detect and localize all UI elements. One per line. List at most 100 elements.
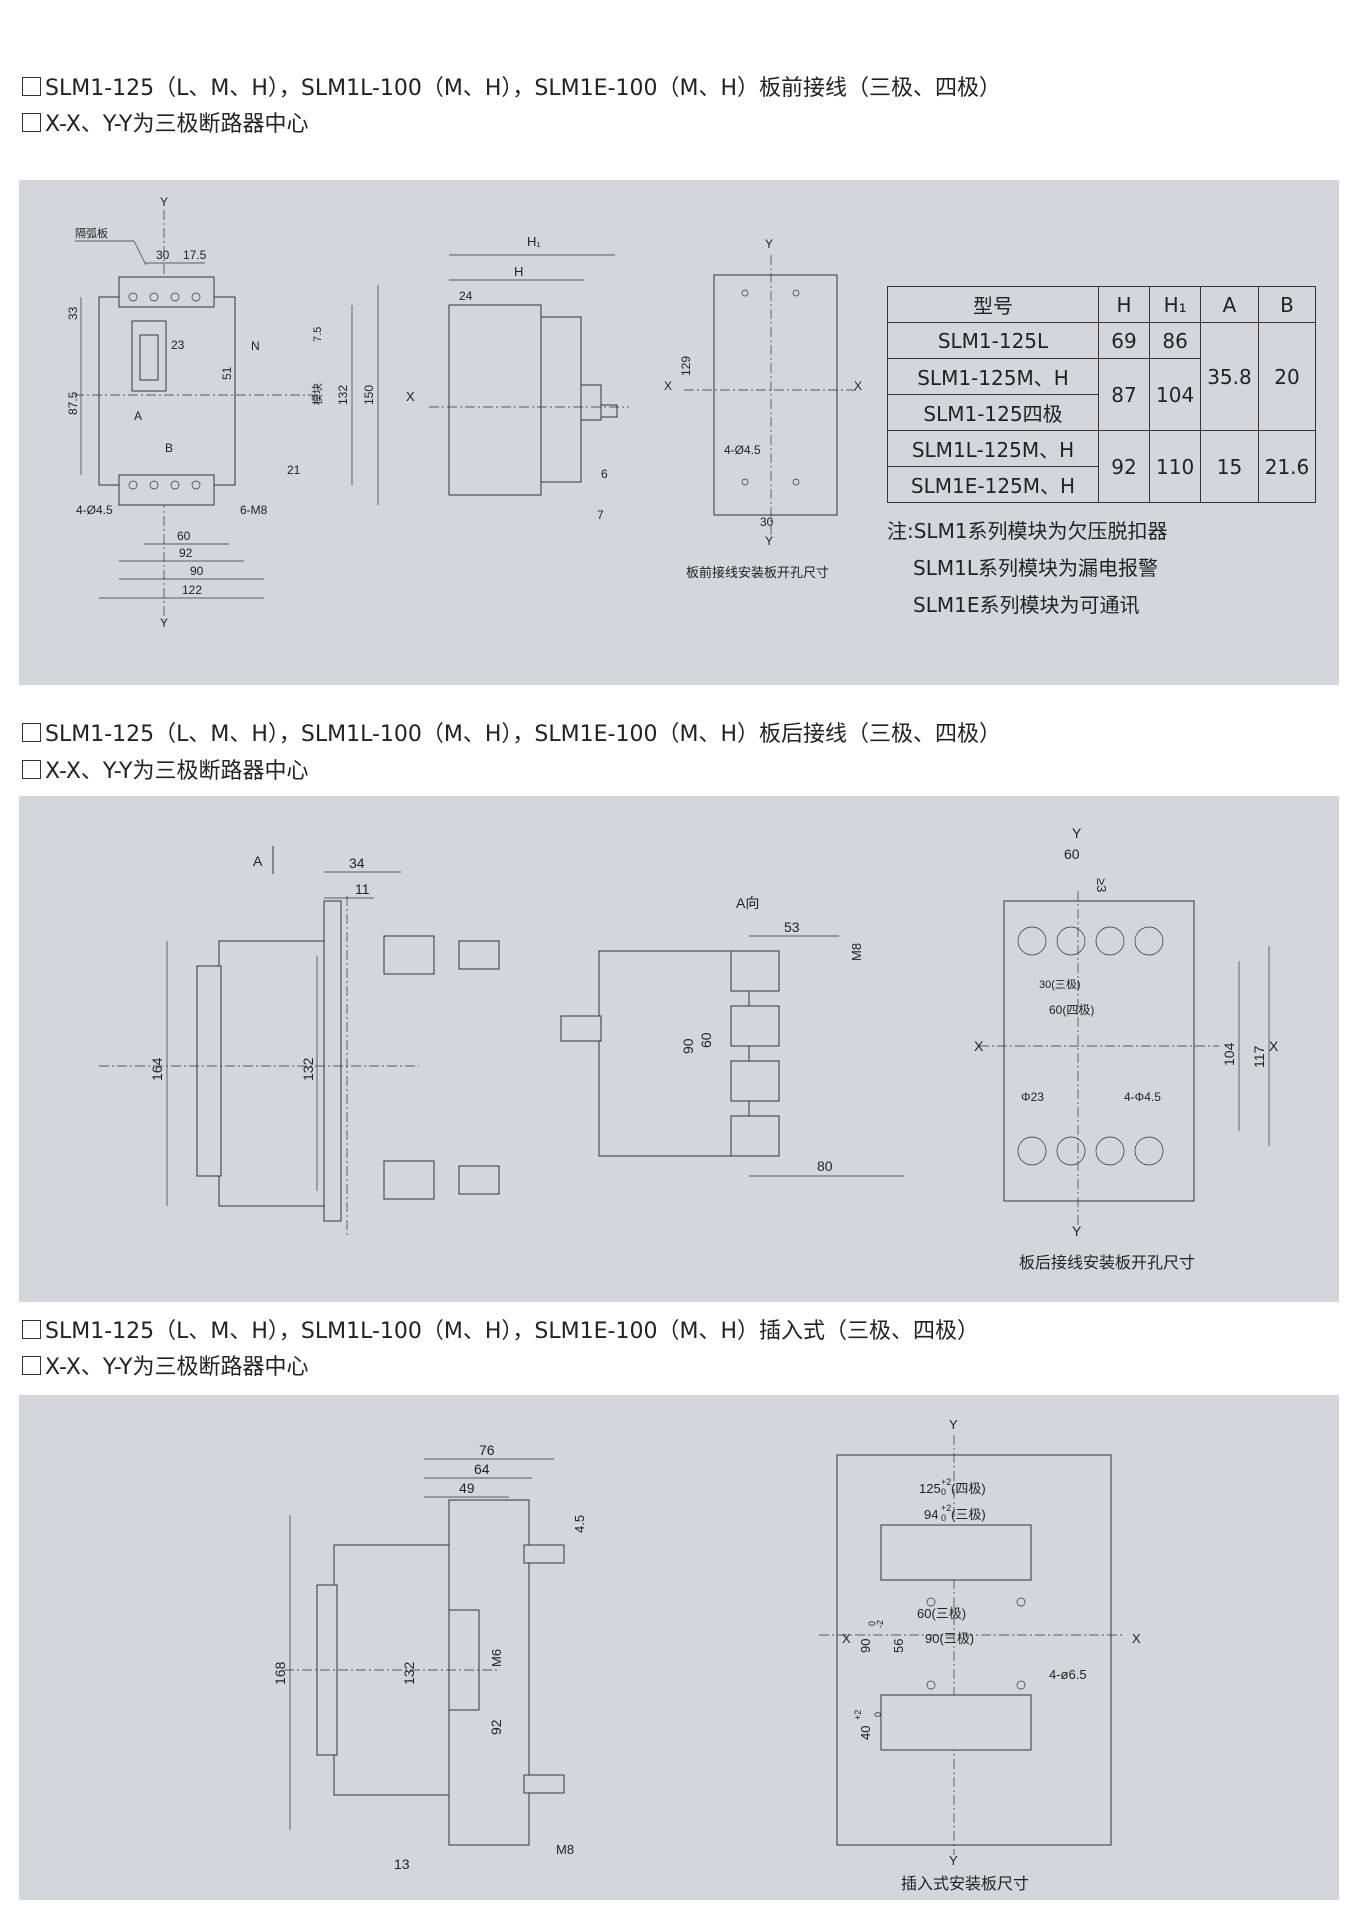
- mounting-plate: [323, 900, 342, 1222]
- plugin-terminal-top: [523, 1544, 565, 1564]
- dim-90-three-pole: 90(三极): [925, 1631, 974, 1646]
- label-y-top: Y: [949, 1417, 958, 1432]
- table-cell: SLM1-125M、H: [887, 358, 1099, 395]
- dim-6: 6: [601, 467, 608, 481]
- caption-rear-hole: 板后接线安装板开孔尺寸: [1019, 1253, 1196, 1272]
- hole-icon: [1016, 1680, 1026, 1690]
- dim-132: 132: [336, 385, 350, 405]
- rear-wiring-drawings: A 34 11 164 132 A向 53 M8: [99, 825, 1279, 1239]
- table-cell: SLM1L-125M、H: [887, 430, 1099, 467]
- drawing-plugin-side: 76 64 49 4.5 168 132 M6 92 13 M8: [272, 1442, 587, 1872]
- a-stud-2: [730, 1005, 780, 1047]
- dim-122: 122: [182, 583, 202, 597]
- dim-129: 129: [679, 356, 693, 376]
- side-pin: [600, 404, 618, 418]
- dim-34: 34: [349, 855, 365, 871]
- dim-168: 168: [272, 1661, 288, 1685]
- dim-7: 7: [597, 508, 604, 522]
- view-a-title: A向: [736, 895, 759, 911]
- label-y-bottom: Y: [765, 534, 773, 548]
- table-cell: 35.8: [1200, 322, 1259, 431]
- rear-body-front: [196, 965, 222, 1177]
- dim-94-tol-upper: +2: [941, 1503, 951, 1513]
- table-cell: 87: [1098, 358, 1150, 431]
- dim-92: 92: [488, 1719, 504, 1735]
- table-row: SLM1-125四极: [887, 394, 1316, 431]
- dim-40-tol-upper: +2: [853, 1710, 863, 1720]
- dim-92: 92: [179, 546, 193, 560]
- dim-13: 13: [394, 1856, 410, 1872]
- hole-icon: [792, 478, 800, 486]
- dim-90-tol-upper: 0: [867, 1621, 877, 1626]
- section-1-title-text: SLM1-125（L、M、H），SLM1L-100（M、H），SLM1E-100…: [45, 76, 1001, 101]
- screw-icon: [149, 292, 159, 302]
- table-cell: 92: [1098, 430, 1150, 503]
- dim-m8: M8: [849, 943, 864, 961]
- checkbox-glyph: [22, 760, 41, 779]
- table-row: SLM1L-125M、H 92 110 15 21.6: [887, 430, 1317, 503]
- dim-132: 132: [401, 1661, 417, 1685]
- dim-m8: M8: [556, 1842, 574, 1857]
- side-terminal: [580, 384, 602, 421]
- dim-17-5: 17.5: [183, 248, 207, 262]
- terminal-block-top: [118, 276, 215, 308]
- breaker-outline: [98, 296, 236, 486]
- table-header: B: [1257, 286, 1317, 323]
- rear-stud-top: [383, 935, 435, 975]
- dim-125-tol-upper: +2: [941, 1477, 951, 1487]
- label-y-top: Y: [160, 195, 168, 209]
- table-cell: 20: [1257, 322, 1317, 431]
- side-body-front: [448, 304, 542, 496]
- hole-icon: [1016, 1597, 1026, 1607]
- label-n: N: [251, 339, 260, 353]
- label-x-left: X: [664, 379, 672, 393]
- dim-76: 76: [479, 1442, 495, 1458]
- dim-90: 90: [190, 564, 204, 578]
- section-1-title: SLM1-125（L、M、H），SLM1L-100（M、H），SLM1E-100…: [22, 74, 1001, 104]
- front-wiring-drawings: Y 隔弧板 30 17.5 33 87.5 23: [66, 195, 862, 630]
- note-2: SLM1L系列模块为漏电报警: [913, 556, 1158, 580]
- dim-h: H: [514, 264, 523, 279]
- hole-icon: [1095, 1136, 1125, 1166]
- drawing-rear-side: A 34 11 164 132: [99, 846, 500, 1236]
- drawing-plugin-plate: Y 125 +2 0 (四极) 94 +2 0 (三极) 60(三极) 90(三…: [819, 1417, 1141, 1868]
- dim-holes: 4-Ø4.5: [76, 503, 113, 517]
- hole-icon: [792, 289, 800, 297]
- table-cell: 15: [1200, 430, 1259, 503]
- table-row: SLM1-125L 69 86 35.8 20: [887, 322, 1317, 431]
- label-y-bottom: Y: [1072, 1223, 1082, 1239]
- section-2-subtitle-text: X-X、Y-Y为三极断路器中心: [45, 759, 309, 784]
- dim-53: 53: [784, 919, 800, 935]
- table-header: H: [1098, 286, 1150, 323]
- dim-23: 23: [171, 338, 185, 352]
- caption-front-hole: 板前接线安装板开孔尺寸: [686, 566, 830, 581]
- dim-60: 60: [177, 529, 191, 543]
- label-y-top: Y: [1072, 825, 1082, 841]
- dim-125-tol-lower: 0: [941, 1487, 946, 1497]
- section-3-subtitle: X-X、Y-Y为三极断路器中心: [22, 1353, 309, 1383]
- dim-h1: H₁: [527, 234, 541, 249]
- plugin-drawings: 76 64 49 4.5 168 132 M6 92 13 M8 Y: [272, 1417, 1141, 1872]
- section-3-subtitle-text: X-X、Y-Y为三极断路器中心: [45, 1355, 309, 1380]
- section-2-subtitle: X-X、Y-Y为三极断路器中心: [22, 757, 309, 787]
- dim-94-tol-lower: 0: [941, 1513, 946, 1523]
- a-view-body: [598, 950, 750, 1157]
- screw-icon: [191, 292, 201, 302]
- dim-40: 40: [858, 1726, 873, 1740]
- label-a: A: [134, 409, 142, 423]
- section-1-subtitle-text: X-X、Y-Y为三极断路器中心: [45, 112, 309, 137]
- dim-6-m8: 6-M8: [240, 503, 268, 517]
- rear-stud-bottom: [383, 1160, 435, 1200]
- table-header: A: [1200, 286, 1259, 323]
- leader: [133, 240, 147, 266]
- label-x-left: X: [842, 1631, 851, 1646]
- checkbox-glyph: [22, 1320, 41, 1339]
- dim-30: 30: [156, 248, 170, 262]
- table-header-row: 型号 H H₁ A B: [887, 286, 1317, 323]
- hole-icon: [1056, 926, 1086, 956]
- plugin-socket: [448, 1609, 480, 1711]
- table-header: H₁: [1148, 286, 1202, 323]
- table-cell: SLM1-125L: [887, 322, 1099, 359]
- checkbox-glyph: [22, 723, 41, 742]
- dim-125: 125: [919, 1481, 941, 1496]
